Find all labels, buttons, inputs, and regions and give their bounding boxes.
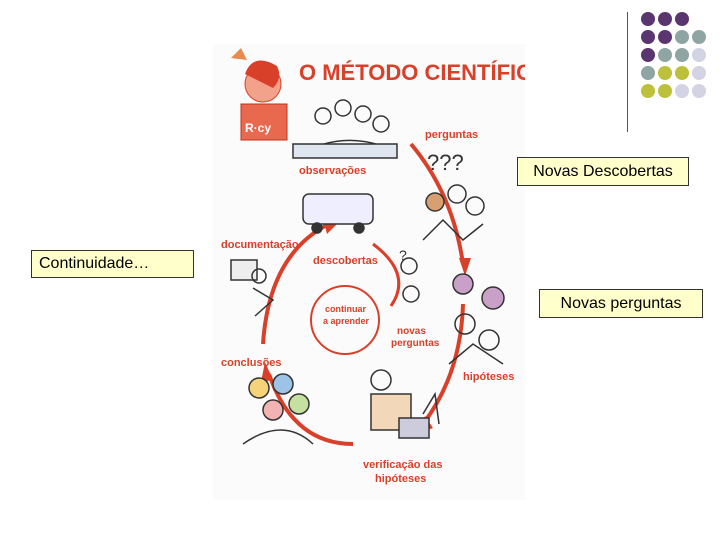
- label-verificacao-hipoteses: hipóteses: [375, 473, 426, 485]
- dot: [641, 30, 655, 44]
- label-conclusoes: conclusões: [221, 357, 282, 369]
- dot: [692, 48, 706, 62]
- note-novas-perguntas: Novas perguntas: [539, 289, 703, 318]
- label-novas-perguntas: perguntas: [391, 338, 440, 349]
- dot: [658, 66, 672, 80]
- label-continuar: continuar: [325, 304, 366, 314]
- dot: [641, 84, 655, 98]
- dot: [658, 30, 672, 44]
- label-hipoteses: hipóteses: [463, 371, 514, 383]
- scientific-method-illustration: O MÉTODO CIENTÍFICO R·cy ???: [213, 44, 525, 500]
- note-text: Continuidade…: [39, 255, 150, 272]
- label-verificacao: verificação das: [363, 459, 443, 471]
- dot: [658, 12, 672, 26]
- note-text: Novas Descobertas: [533, 162, 673, 180]
- svg-text:R·cy: R·cy: [245, 121, 271, 135]
- dot: [692, 84, 706, 98]
- dot: [692, 66, 706, 80]
- dot: [675, 48, 689, 62]
- note-text: Novas perguntas: [560, 294, 682, 312]
- dot: [675, 66, 689, 80]
- sketch-scenes: ??? ?: [230, 99, 505, 445]
- dot: [675, 84, 689, 98]
- label-observacoes: observações: [299, 165, 366, 177]
- dot: [675, 30, 689, 44]
- decorative-dot-grid: [641, 12, 720, 108]
- author-figure: R·cy: [231, 48, 288, 141]
- dot: [641, 66, 655, 80]
- dot: [641, 48, 655, 62]
- dot: [641, 12, 655, 26]
- svg-text:?: ?: [399, 247, 407, 263]
- label-documentacao: documentação: [221, 239, 299, 251]
- illustration-title: O MÉTODO CIENTÍFICO: [299, 60, 525, 85]
- dot: [692, 30, 706, 44]
- dot: [658, 84, 672, 98]
- divider-line: [627, 12, 628, 132]
- dot: [658, 48, 672, 62]
- label-perguntas: perguntas: [425, 129, 478, 141]
- label-aprender: a aprender: [323, 316, 370, 326]
- svg-text:???: ???: [427, 150, 464, 175]
- note-continuidade: Continuidade…: [31, 250, 194, 278]
- note-novas-descobertas: Novas Descobertas: [517, 157, 689, 186]
- dot: [675, 12, 689, 26]
- label-novas: novas: [397, 326, 426, 337]
- label-descobertas: descobertas: [313, 255, 378, 267]
